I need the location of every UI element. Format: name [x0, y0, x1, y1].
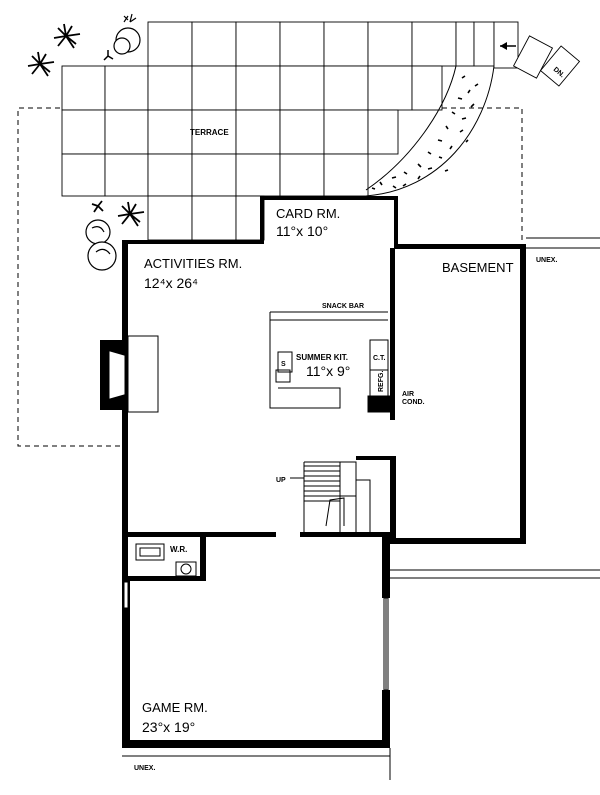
- counter-top-label: C.T.: [373, 355, 386, 362]
- activities-room-label: ACTIVITIES RM.: [144, 256, 242, 271]
- shrubs: [27, 13, 145, 271]
- windows: [123, 581, 389, 691]
- refrigerator-label: REFG.: [378, 371, 385, 392]
- fireplace: [109, 335, 159, 413]
- stair-up-label: UP: [276, 477, 286, 484]
- card-room-label: CARD RM.: [276, 206, 340, 221]
- snack-bar-label: SNACK BAR: [322, 303, 364, 310]
- game-room-dimensions: 23°x 19°: [142, 719, 195, 735]
- air-cond-label-2: COND.: [402, 399, 425, 406]
- card-room-dimensions: 11°x 10°: [276, 223, 328, 239]
- air-cond-label-1: AIR: [402, 391, 414, 398]
- summer-kitchen-label: SUMMER KIT.: [296, 353, 348, 362]
- planting-bed: [365, 65, 495, 197]
- washroom-label: W.R.: [170, 545, 187, 554]
- activities-room-dimensions: 12⁴x 26⁴: [144, 275, 198, 291]
- unex-bottom-label: UNEX.: [134, 765, 155, 772]
- terrace-label: TERRACE: [190, 128, 229, 137]
- overhang-outline: [17, 107, 523, 447]
- sink-label: S: [281, 361, 286, 368]
- thin-lines: [122, 237, 600, 780]
- unex-right-label: UNEX.: [536, 257, 557, 264]
- game-room-label: GAME RM.: [142, 700, 208, 715]
- stepping-stones: DN.: [493, 21, 581, 87]
- terrace-pavers: [61, 21, 495, 241]
- basement-label: BASEMENT: [442, 260, 514, 275]
- summer-kitchen-dimensions: 11°x 9°: [306, 363, 350, 379]
